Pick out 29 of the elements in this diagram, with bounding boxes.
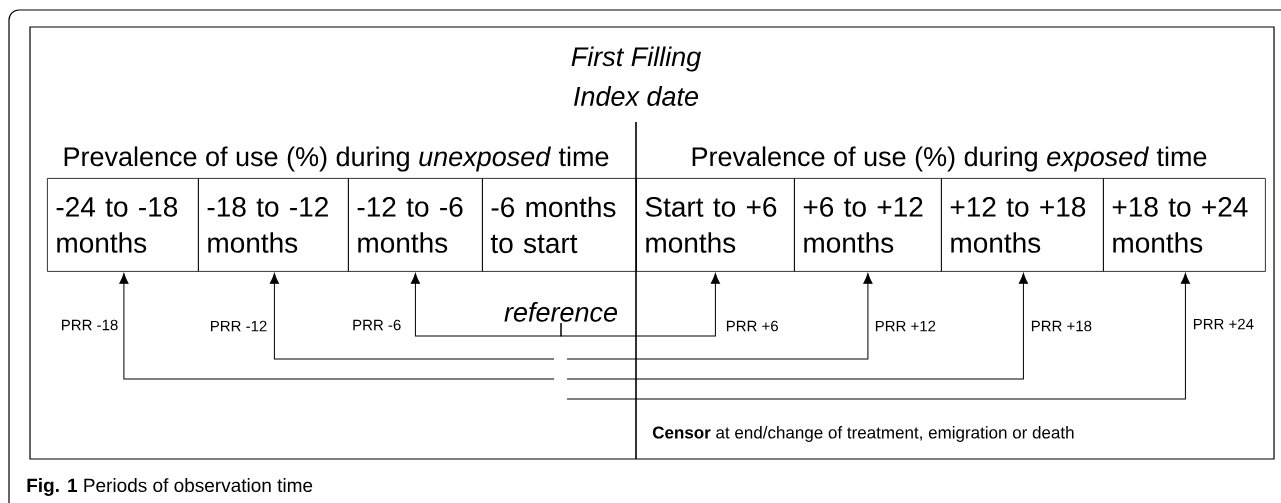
period-box: -12 to -6 months <box>348 178 483 272</box>
figure-caption: Fig. 1 Periods of observation time <box>27 478 313 496</box>
period-heading: Prevalence of use (%) during unexposed time <box>64 146 609 172</box>
period-box: +18 to +24 months <box>1103 178 1266 272</box>
period-box: Start to +6 months <box>636 178 795 272</box>
period-box: +6 to +12 months <box>794 178 942 272</box>
reference-label: reference <box>504 301 618 322</box>
edge-label: PRR +18 <box>1029 319 1094 333</box>
period-box: -6 months to start <box>482 178 637 272</box>
edge-label: PRR -6 <box>350 318 403 332</box>
edge-label: PRR +6 <box>724 319 781 333</box>
period-box: +12 to +18 months <box>941 178 1104 272</box>
index-date-label: First Filling <box>571 46 701 72</box>
period-heading: Prevalence of use (%) during exposed time <box>692 146 1207 172</box>
arrow <box>566 273 1190 400</box>
arrow <box>566 273 1028 380</box>
arrow <box>119 273 555 380</box>
arrow <box>566 273 873 360</box>
edge-label: PRR -12 <box>208 319 269 333</box>
arrow <box>410 273 562 337</box>
period-box: -18 to -12 months <box>198 178 349 272</box>
period-box: -24 to -18 months <box>47 178 199 272</box>
edge-label: PRR -18 <box>59 318 120 332</box>
arrow <box>560 273 720 337</box>
censor-note: Censor at end/change of treatment, emigration or death <box>652 426 1074 442</box>
edge-label: PRR +12 <box>873 319 938 333</box>
arrow <box>269 273 555 360</box>
index-date-label: Index date <box>574 86 699 106</box>
edge-label: PRR +24 <box>1191 317 1256 331</box>
